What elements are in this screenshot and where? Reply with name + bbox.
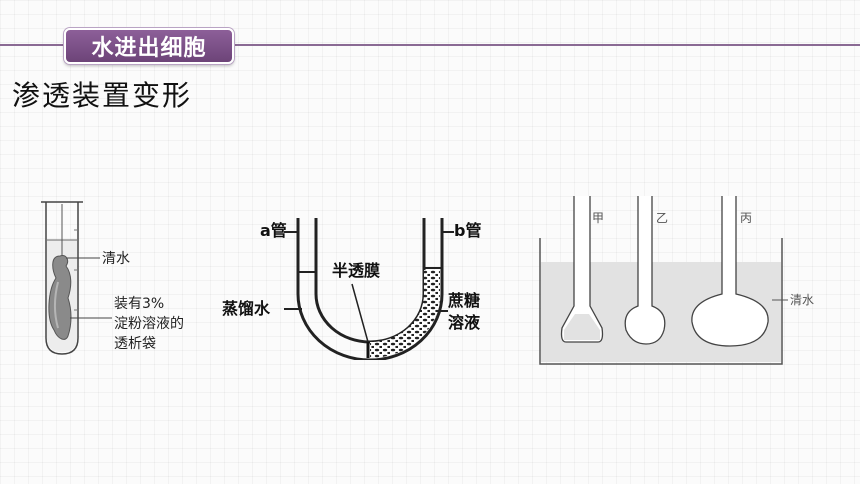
label-funnel-jia: 甲 <box>592 211 604 225</box>
section-tab: 水进出细胞 <box>64 28 234 64</box>
beaker-diagram: 甲 乙 丙 清水 <box>539 196 814 365</box>
label-sucrose-line1: 蔗糖 <box>447 291 480 310</box>
label-bag-line2: 淀粉溶液的 <box>114 316 184 332</box>
title-rule <box>0 44 860 46</box>
page-subtitle: 渗透装置变形 <box>12 79 193 112</box>
u-tube-diagram: a管 b管 半透膜 蒸馏水 蔗糖 溶液 <box>222 218 481 360</box>
label-bag-line3: 透析袋 <box>114 336 156 352</box>
beaker-figure: 甲 乙 丙 清水 <box>536 190 836 366</box>
test-tube-diagram: 清水 装有3% 淀粉溶液的 透析袋 <box>41 201 184 355</box>
label-funnel-bing: 丙 <box>740 211 752 225</box>
label-tube-a: a管 <box>260 221 287 240</box>
label-funnel-yi: 乙 <box>656 211 668 225</box>
test-tube-figure: 清水 装有3% 淀粉溶液的 透析袋 <box>36 190 226 360</box>
label-sucrose-line2: 溶液 <box>448 313 481 332</box>
label-distilled-water: 蒸馏水 <box>222 299 271 318</box>
label-tube-b: b管 <box>454 221 481 240</box>
label-bag-line1: 装有3% <box>114 296 164 312</box>
label-water: 清水 <box>102 251 130 267</box>
label-membrane: 半透膜 <box>332 261 380 280</box>
label-beaker-water: 清水 <box>790 293 814 307</box>
u-tube-figure: a管 b管 半透膜 蒸馏水 蔗糖 溶液 <box>222 210 494 360</box>
